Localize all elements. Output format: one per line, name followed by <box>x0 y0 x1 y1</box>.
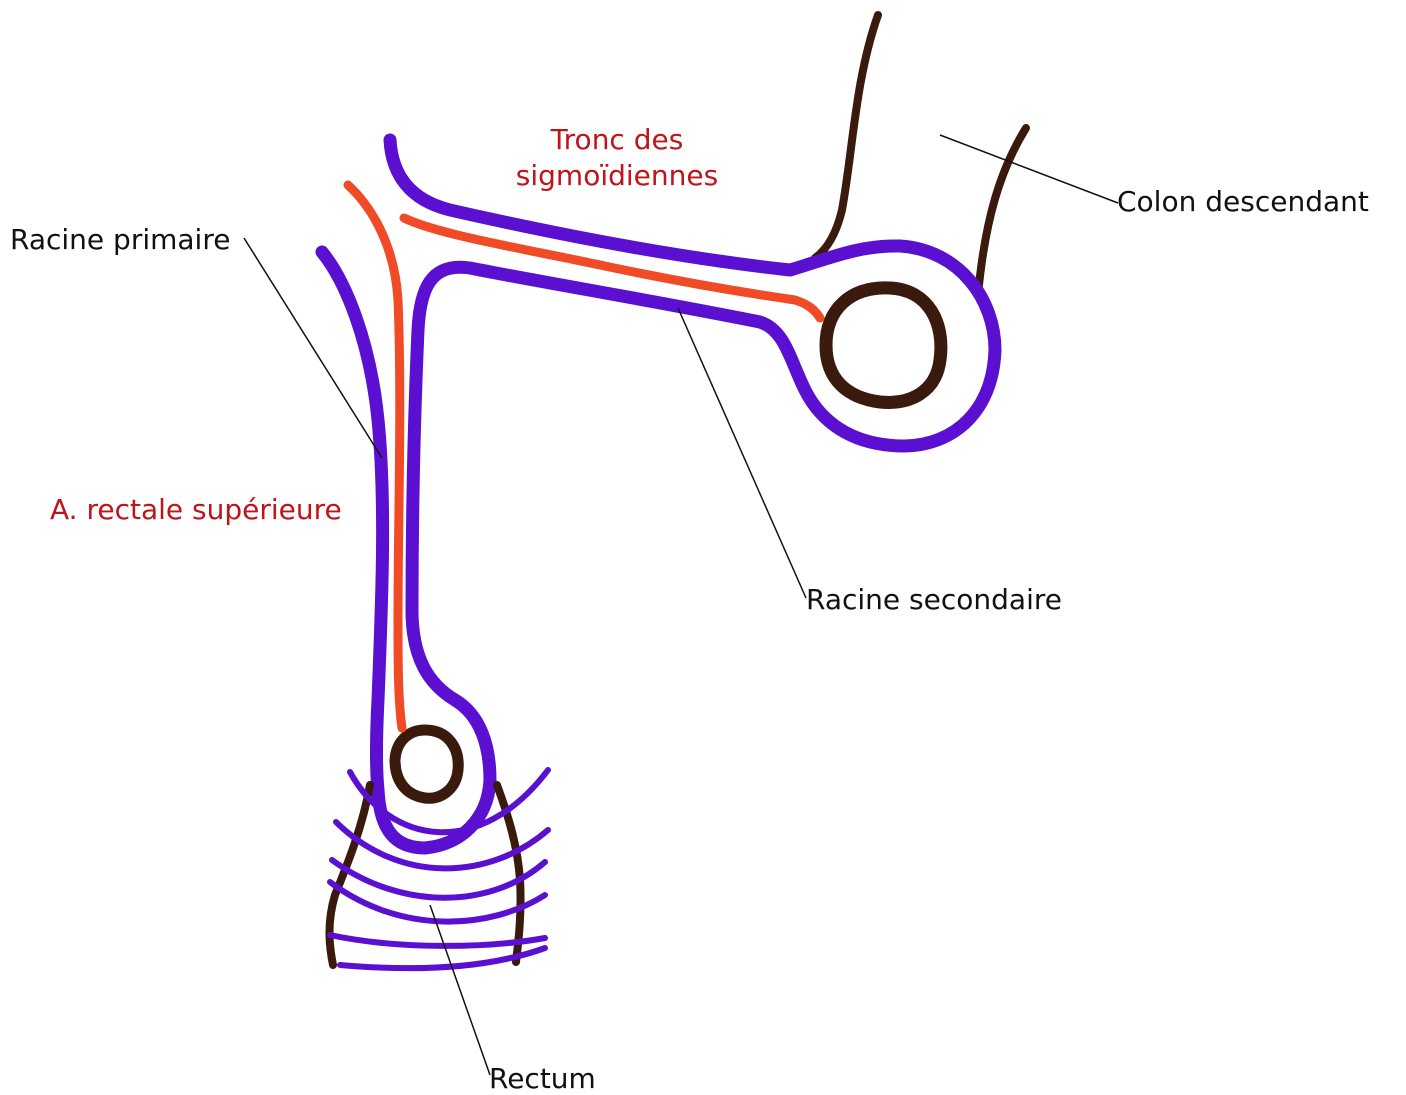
rectum-layer-4 <box>330 882 545 922</box>
tronc-sigmoidiennes-label: Tronc des sigmoïdiennes <box>500 122 734 194</box>
colon-wall-left <box>815 15 878 258</box>
racine-primaire-label: Racine primaire <box>10 222 230 258</box>
tronc-label-line1: Tronc des <box>500 122 734 158</box>
rectum-lumen-ring <box>395 730 458 798</box>
racine-secondaire-label: Racine secondaire <box>806 582 1062 618</box>
rectale-superieure-label: A. rectale supérieure <box>50 492 342 528</box>
rectum-layer-5 <box>330 935 545 946</box>
mesocolon-contour <box>322 140 995 848</box>
leader-colon-descendant <box>940 135 1118 203</box>
sigmoid-lumen-ring <box>826 288 941 403</box>
leader-rectum <box>430 905 490 1075</box>
tronc-label-line2: sigmoïdiennes <box>500 158 734 194</box>
colon-descendant-label: Colon descendant <box>1117 184 1369 220</box>
rectum-label: Rectum <box>489 1061 596 1095</box>
upper-mesocolon-edge <box>378 140 995 848</box>
